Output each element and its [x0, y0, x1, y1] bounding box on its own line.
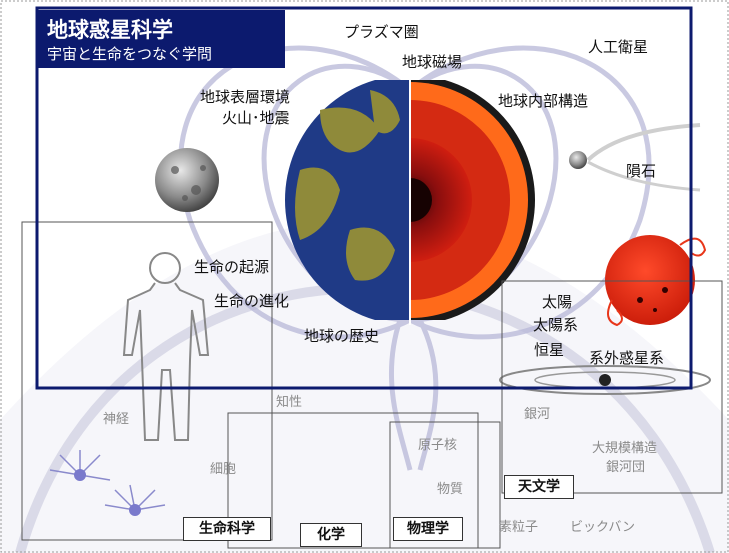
label-galaxy: 銀河 — [524, 407, 551, 422]
label-surface: 地球表層環境 — [200, 88, 291, 106]
label-history: 地球の歴史 — [304, 327, 380, 345]
label-star: 恒星 — [534, 341, 565, 359]
discipline-life-science: 生命科学 — [183, 517, 271, 541]
label-galaxy-cluster: 銀河団 — [606, 460, 646, 475]
page-subtitle: 宇宙と生命をつなぐ学問 — [47, 45, 213, 63]
earth-science-frame — [35, 6, 693, 390]
meteorite-icon — [569, 151, 587, 169]
moon-icon — [155, 148, 219, 212]
label-evolution: 生命の進化 — [214, 292, 290, 310]
chemistry-box — [227, 412, 479, 549]
physics-box — [389, 421, 501, 549]
title-box: 地球惑星科学 宇宙と生命をつなぐ学問 — [37, 10, 285, 68]
discipline-physics: 物理学 — [393, 517, 463, 541]
discipline-astronomy: 天文学 — [504, 475, 574, 499]
label-satellite: 人工衛星 — [588, 38, 649, 56]
galaxy-icon — [499, 365, 711, 395]
page-title: 地球惑星科学 — [47, 18, 173, 42]
label-matter: 物質 — [437, 482, 464, 497]
label-bigbang: ビックバン — [570, 520, 636, 535]
label-cell: 細胞 — [210, 462, 237, 477]
label-exoplanet: 系外惑星系 — [589, 349, 665, 367]
label-large-scale: 大規模構造 — [592, 441, 658, 456]
sun-icon — [605, 235, 707, 327]
label-origin: 生命の起源 — [194, 258, 270, 276]
earth-cross-section-icon — [285, 75, 535, 325]
label-magnetic: 地球磁場 — [402, 53, 463, 71]
label-meteorite: 隕石 — [626, 162, 657, 180]
label-nucleus: 原子核 — [418, 438, 458, 453]
human-figure-icon — [122, 252, 210, 441]
neuron-icon — [49, 450, 166, 511]
label-elementary: 素粒子 — [499, 520, 539, 535]
life-science-box — [21, 221, 273, 541]
label-plasma: プラズマ圏 — [344, 23, 419, 41]
label-solar-system: 太陽系 — [533, 316, 579, 334]
label-nerve: 神経 — [103, 412, 130, 427]
label-intellect: 知性 — [276, 395, 303, 410]
label-volcano: 火山･地震 — [222, 109, 290, 127]
label-sun: 太陽 — [542, 293, 573, 311]
label-interior: 地球内部構造 — [498, 92, 589, 110]
discipline-chemistry: 化学 — [300, 523, 362, 547]
